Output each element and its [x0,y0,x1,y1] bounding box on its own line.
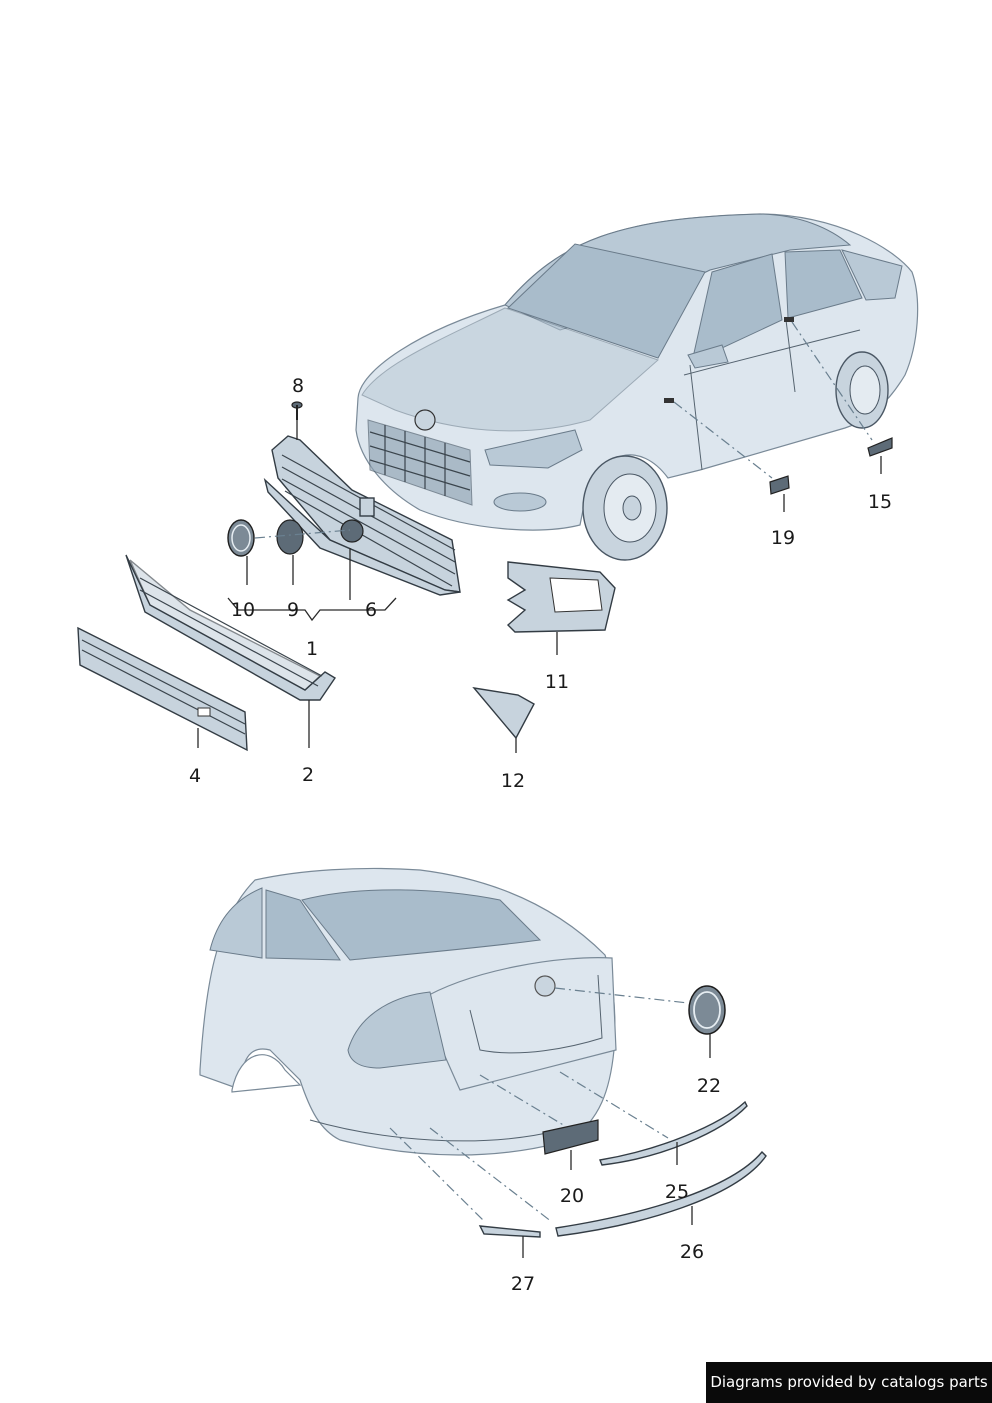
callout-12: 12 [501,770,525,792]
screw-part-icon [291,401,303,420]
trunk-emblem-icon [534,975,556,997]
callout-8: 8 [292,375,304,397]
callout-26: 26 [680,1241,704,1263]
rear-emblem-part [688,985,726,1035]
front-car-emblem-icon [414,409,436,431]
callout-15: 15 [868,491,892,513]
rear-wheel-icon [835,351,889,429]
lower-trim-strip-part [77,626,248,752]
pillar-badge-part [867,437,893,457]
upper-grille-part [263,435,461,596]
callout-22: 22 [697,1075,721,1097]
callout-9: 9 [287,599,299,621]
corner-trim-part [472,687,535,740]
front-grille-mesh [369,425,471,496]
callout-10: 10 [231,599,255,621]
front-car-illustration [355,213,919,561]
side-marker-front-icon [664,398,674,403]
callout-1: 1 [306,638,318,660]
bumper-trim-strip-part [555,1150,767,1237]
rear-car-illustration [199,867,617,1156]
callout-11: 11 [545,671,569,693]
bumper-end-strip-part [478,1225,541,1238]
lower-grille-part [125,554,336,701]
side-badge-part [769,475,790,495]
trunk-trim-strip-part [599,1100,748,1166]
front-wheel-icon [582,455,668,561]
callout-27: 27 [511,1273,535,1295]
front-emblem-part [227,519,255,557]
footer-credit-text: Diagrams provided by catalogs parts [710,1373,988,1391]
callout-4: 4 [189,765,201,787]
side-marker-pillar-icon [784,317,794,322]
fog-light-cover-part [506,561,616,633]
footer-credit-badge: Diagrams provided by catalogs parts [706,1362,992,1403]
callout-2: 2 [302,764,314,786]
callout-25: 25 [665,1181,689,1203]
callout-6: 6 [365,599,377,621]
callout-20: 20 [560,1185,584,1207]
plate-insert-part [542,1119,599,1155]
callout-19: 19 [771,527,795,549]
badge-carrier-part [276,519,304,555]
